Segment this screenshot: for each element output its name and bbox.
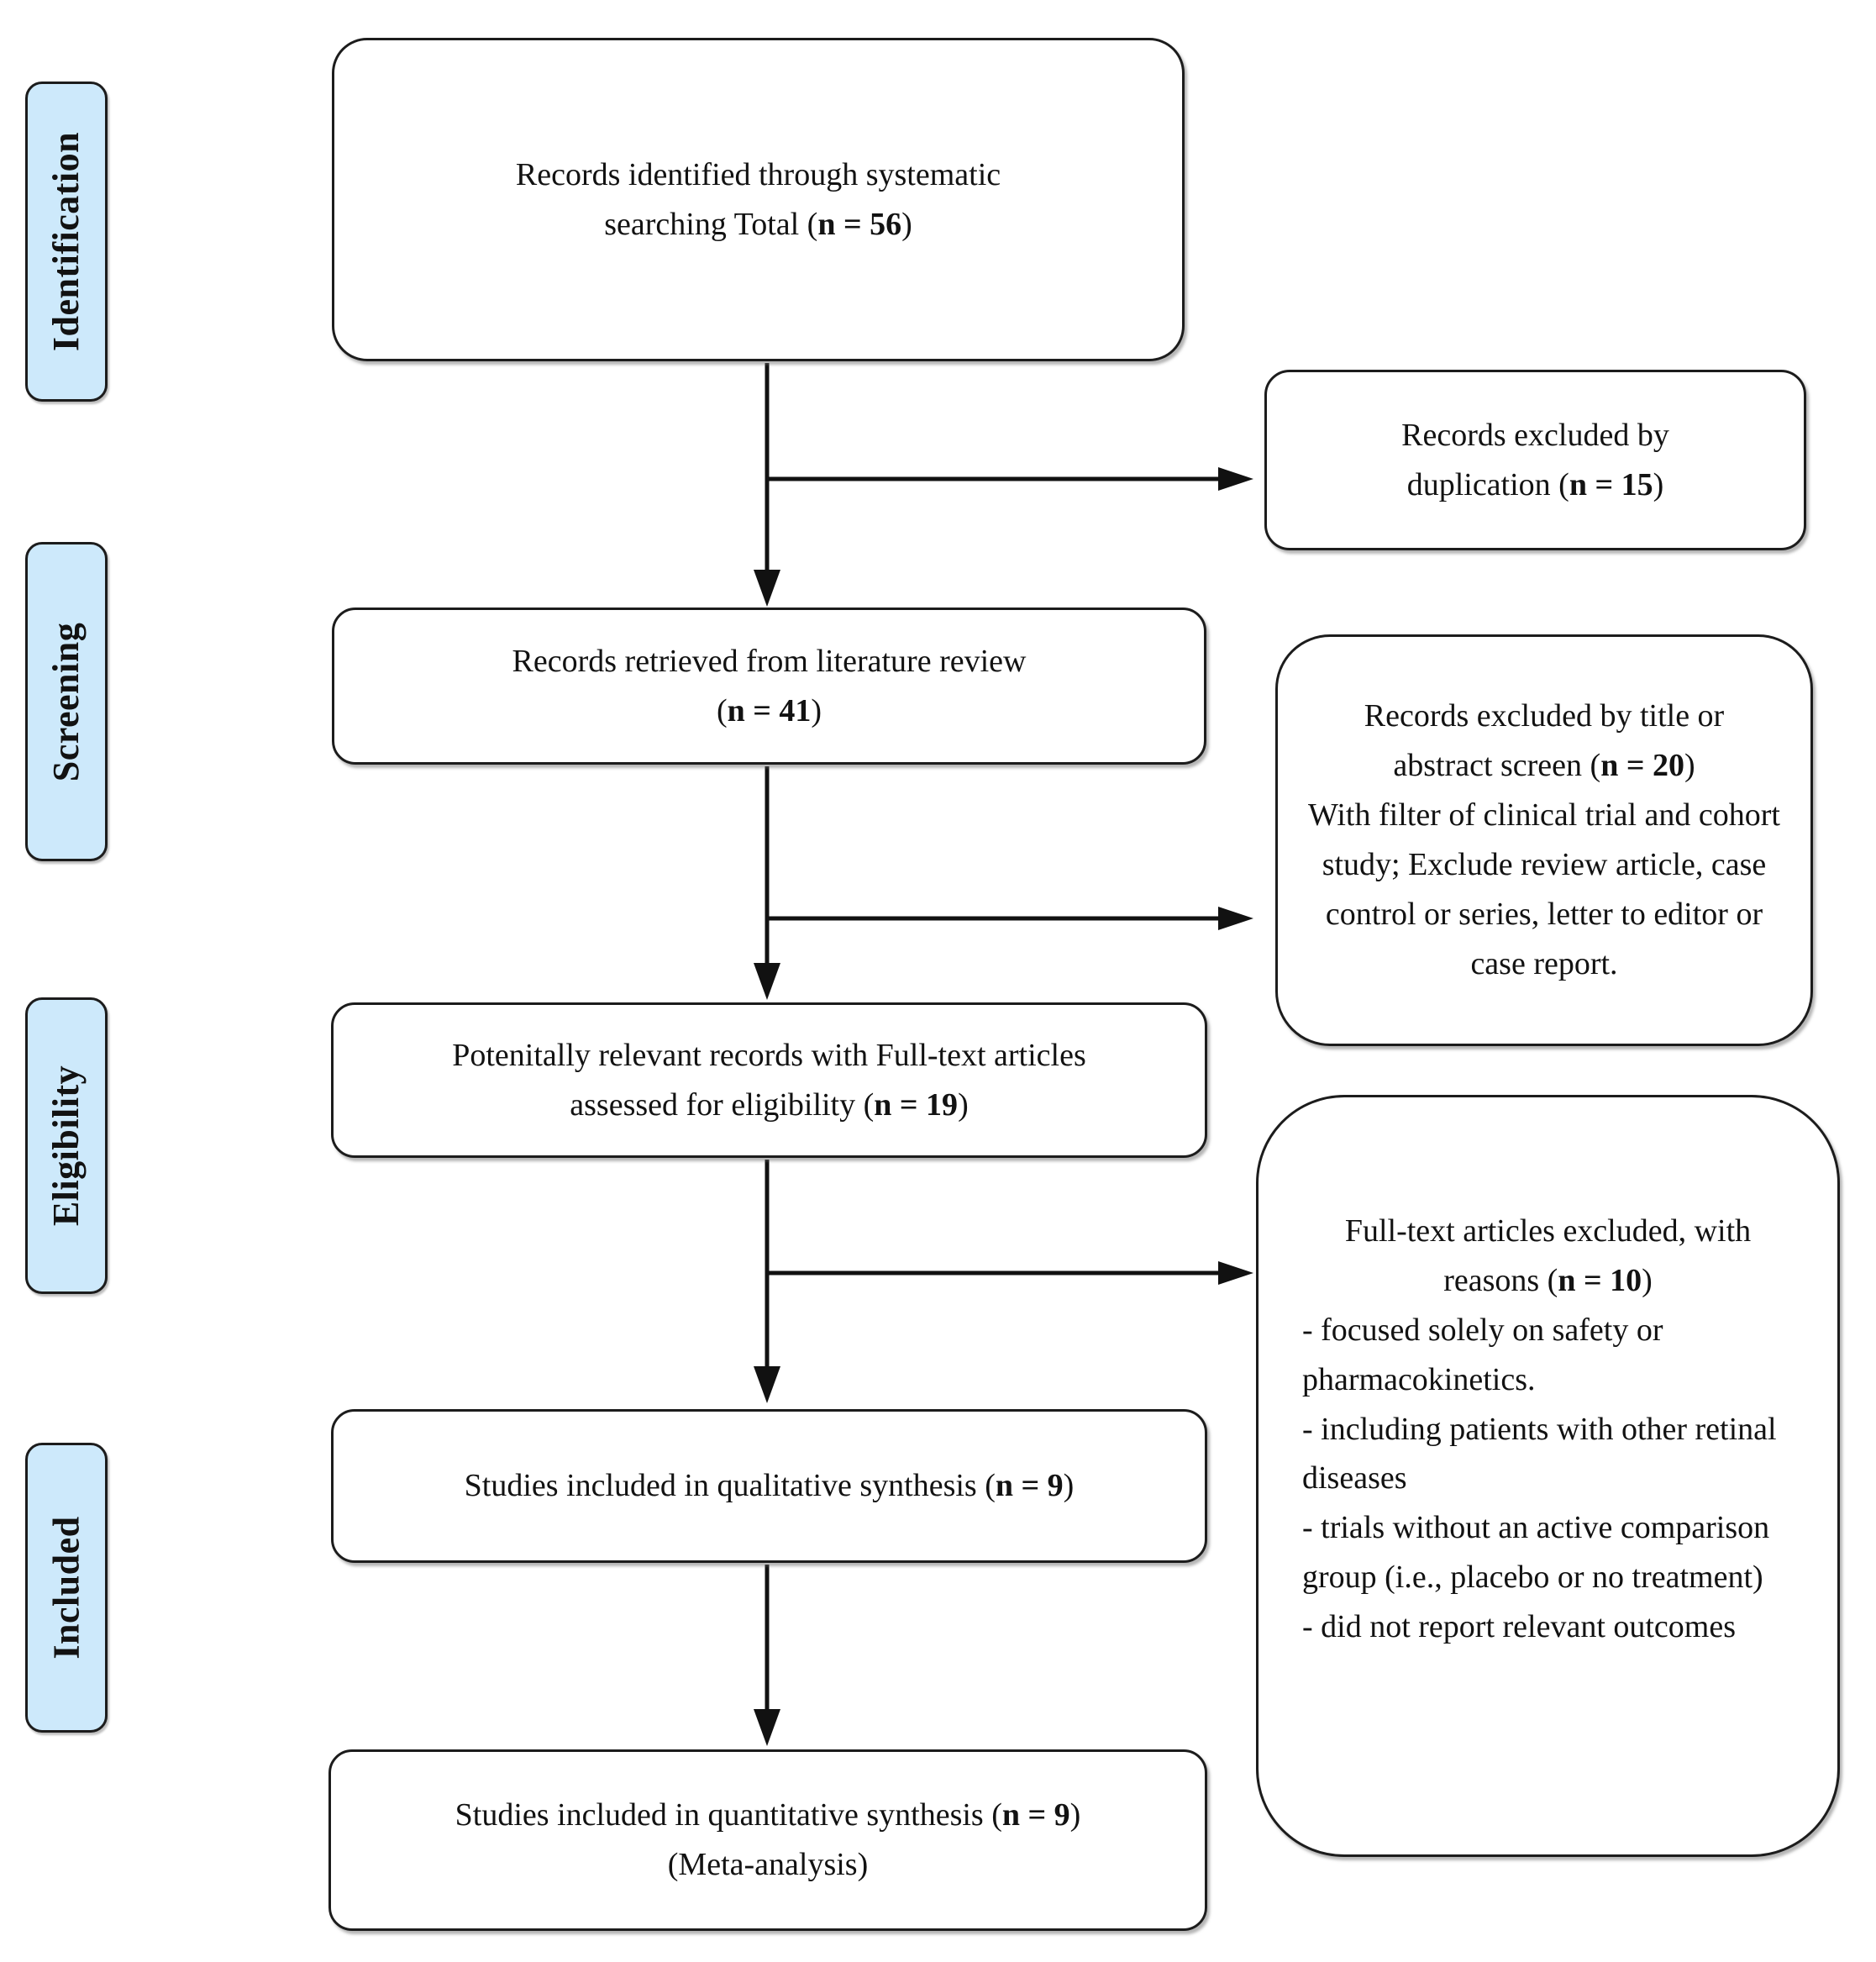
exclusion-reason: - did not report relevant outcomes	[1302, 1609, 1737, 1645]
stage-screening-label: Screening	[45, 622, 87, 781]
box-fulltext-excluded-line1: Full-text articles excluded, with	[1344, 1213, 1752, 1249]
box-records-identified: Records identified through systematic se…	[332, 38, 1185, 361]
arrow-to-excluded-title-abstract	[767, 907, 1253, 930]
stage-screening: Screening	[25, 542, 108, 861]
box-records-retrieved-line1: Records retrieved from literature review	[512, 643, 1027, 679]
box-quantitative-synthesis-line2: (Meta-analysis)	[667, 1847, 869, 1882]
arrow-identified-to-retrieved	[754, 363, 780, 607]
stage-identification-label: Identification	[45, 131, 87, 352]
stage-included-label: Included	[45, 1516, 87, 1660]
box-eligibility-assessed: Potenitally relevant records with Full-t…	[331, 1002, 1207, 1158]
count-quantitative: n = 9	[1001, 1797, 1070, 1833]
box-qualitative-synthesis: Studies included in qualitative synthesi…	[331, 1409, 1207, 1563]
box-fulltext-excluded-reasons: - focused solely on safety or pharmacoki…	[1302, 1306, 1794, 1652]
arrow-qualitative-to-quantitative	[754, 1565, 780, 1746]
arrow-eligibility-to-qualitative	[754, 1160, 780, 1403]
count-retrieved: n = 41	[727, 692, 812, 729]
box-records-retrieved: Records retrieved from literature review…	[332, 608, 1206, 765]
box-fulltext-excluded-line2: reasons (n = 10)	[1443, 1262, 1653, 1298]
box-records-retrieved-line2: (n = 41)	[716, 692, 822, 729]
box-excluded-title-abstract-note: With filter of clinical trial and cohort…	[1308, 797, 1780, 981]
stage-identification: Identification	[25, 82, 108, 402]
box-eligibility-assessed-line1: Potenitally relevant records with Full-t…	[452, 1037, 1086, 1073]
box-excluded-title-abstract-line2: abstract screen (n = 20)	[1393, 748, 1695, 784]
exclusion-reason: - trials without an active comparison gr…	[1302, 1510, 1770, 1596]
box-quantitative-synthesis-line1: Studies included in quantitative synthes…	[455, 1797, 1081, 1833]
box-excluded-title-abstract-line1: Records excluded by title or	[1364, 698, 1725, 734]
box-excluded-duplication: Records excluded by duplication (n = 15)	[1264, 370, 1806, 550]
stage-included: Included	[25, 1443, 108, 1733]
stage-eligibility: Eligibility	[25, 997, 108, 1294]
arrow-to-excluded-duplication	[767, 467, 1253, 491]
exclusion-reason: - focused solely on safety or pharmacoki…	[1302, 1312, 1663, 1397]
box-records-identified-line1: Records identified through systematic	[515, 156, 1001, 192]
stage-eligibility-label: Eligibility	[45, 1065, 87, 1227]
box-eligibility-assessed-line2: assessed for eligibility (n = 19)	[570, 1086, 969, 1123]
box-records-identified-line2: searching Total (n = 56)	[604, 206, 912, 242]
count-excluded-duplication: n = 15	[1569, 466, 1653, 502]
count-identified: n = 56	[817, 206, 902, 242]
count-excluded-title-abstract: n = 20	[1600, 748, 1684, 784]
count-eligibility-assessed: n = 19	[874, 1086, 959, 1123]
box-fulltext-excluded: Full-text articles excluded, with reason…	[1256, 1095, 1840, 1857]
box-excluded-duplication-line1: Records excluded by	[1401, 417, 1669, 453]
exclusion-reason: - including patients with other retinal …	[1302, 1411, 1777, 1496]
arrow-retrieved-to-eligibility	[754, 766, 780, 1000]
box-excluded-title-abstract: Records excluded by title or abstract sc…	[1275, 634, 1813, 1046]
box-excluded-duplication-line2: duplication (n = 15)	[1406, 466, 1664, 502]
count-fulltext-excluded: n = 10	[1558, 1262, 1642, 1298]
arrow-to-fulltext-excluded	[767, 1261, 1253, 1285]
box-quantitative-synthesis: Studies included in quantitative synthes…	[328, 1749, 1207, 1931]
box-qualitative-synthesis-line1: Studies included in qualitative synthesi…	[464, 1468, 1075, 1504]
count-qualitative: n = 9	[995, 1468, 1064, 1504]
